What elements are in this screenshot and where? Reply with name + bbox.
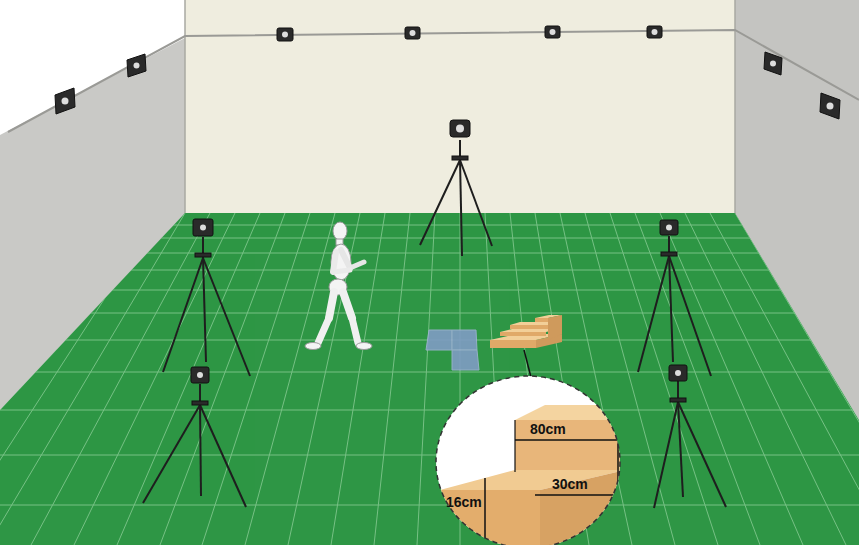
- wall-cameras: [55, 26, 840, 119]
- small-stairs: [490, 315, 562, 348]
- walking-mannequin: [305, 222, 372, 350]
- camera-lenses: [62, 29, 834, 110]
- zoom-stairs: [440, 405, 660, 545]
- dimension-label: 16cm: [446, 494, 482, 510]
- camera-rail: [8, 30, 859, 132]
- force-plates: [426, 330, 479, 370]
- dimension-label: 30cm: [552, 476, 588, 492]
- tripod-lenses: [197, 125, 681, 379]
- floor: [0, 213, 859, 545]
- wall-edge: [184, 0, 186, 214]
- dimension-label: 80cm: [530, 421, 566, 437]
- zoom-circle: [436, 376, 620, 545]
- floor-grid: [0, 213, 859, 545]
- wall-edge: [734, 0, 736, 214]
- tripods: [143, 140, 726, 508]
- tripod-cameras: [191, 120, 687, 405]
